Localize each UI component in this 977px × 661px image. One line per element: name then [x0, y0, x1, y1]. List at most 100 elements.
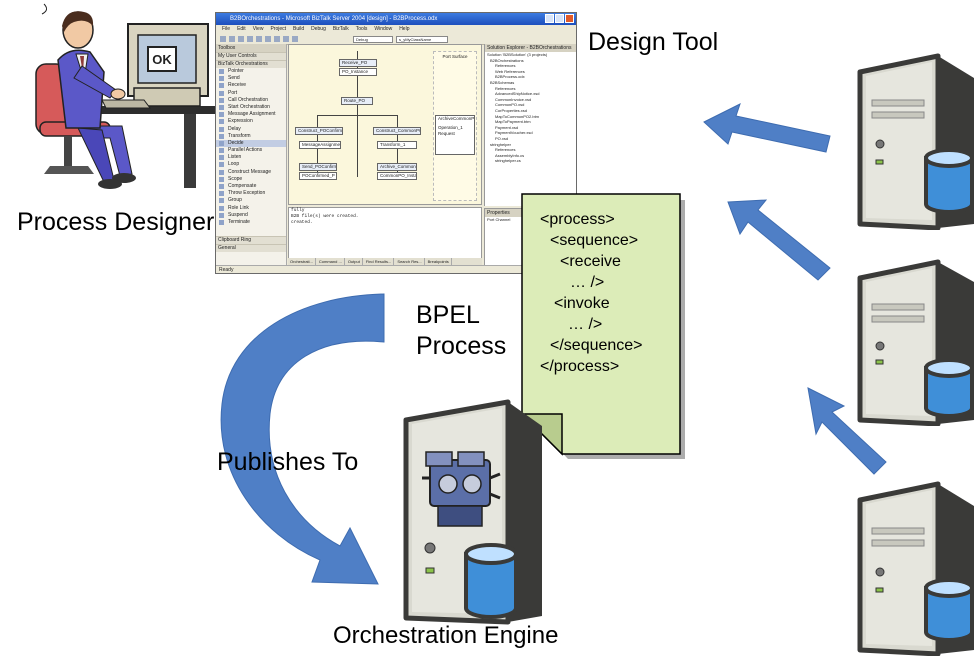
menu-item: Tools [355, 26, 368, 32]
toolbox-item: Scope [216, 176, 286, 183]
toolbox-group: My User Controls [216, 52, 286, 60]
po-confirmed-shape: POConfirmed_P [299, 172, 337, 180]
arrow-icon [727, 199, 831, 281]
database-icon [924, 358, 974, 418]
run-icon [292, 36, 298, 42]
tab-output: Output [346, 258, 363, 266]
server-top [857, 53, 974, 230]
toolbox-group: General [216, 244, 286, 253]
bpel-code: <process> <sequence> <receive … /> <invo… [540, 209, 643, 377]
port-request: Request [438, 131, 455, 136]
toolbox-item: Terminate [216, 219, 286, 226]
solution-row: MapToPayment.btm [495, 119, 531, 125]
toolbox-item: Pointer [216, 68, 286, 75]
solution-row: PO.xsd [495, 135, 509, 141]
process-designer-label: Process Designer [17, 208, 215, 236]
port-operation: Operation_1 [438, 125, 463, 130]
code-line: … /> [568, 316, 603, 333]
config-combo: Debug [353, 35, 393, 43]
monitor-ok-text: OK [152, 52, 172, 67]
arrow-icon [703, 103, 831, 153]
toolbox-item: Message Assignment [216, 111, 286, 118]
ide-title: B2BOrchestrations - Microsoft BizTalk Se… [230, 16, 438, 22]
solution-explorer: Solution Explorer - B2BOrchestrations So… [484, 44, 576, 206]
toolbox-item: Transform [216, 133, 286, 140]
design-tool-label: Design Tool [588, 28, 719, 56]
solution-row: CommonPO.xsd [495, 102, 525, 108]
paste-icon [265, 36, 271, 42]
send-shape: Send_POConfirmed [299, 163, 337, 171]
publish-curved-arrow [220, 293, 385, 585]
toolbox-item: Loop [216, 161, 286, 168]
open-icon [229, 36, 235, 42]
solution-row: PaymentVoucher.xsd [495, 130, 533, 136]
server-bottom [857, 481, 974, 656]
solution-row: B2BSchemas [490, 79, 515, 85]
redo-icon [283, 36, 289, 42]
code-line: <receive [560, 253, 621, 270]
solution-row: MapToCommonPO2.btm [495, 113, 540, 119]
service-arrows [703, 103, 887, 475]
solution-row: Web References [495, 68, 525, 74]
tab-orchestration: Orchestrati... [288, 258, 316, 266]
toolbox-item: Throw Exception [216, 190, 286, 197]
solution-row: CommonInvoice.xsd [495, 96, 532, 102]
common-po-shape: CommonPO_Insta [377, 172, 417, 180]
menu-item: Build [293, 26, 305, 32]
toolbox-item: Construct Message [216, 169, 286, 176]
toolbox-item: Delay [216, 126, 286, 133]
properties-item: Port Channel [487, 217, 511, 222]
toolbox-title: Toolbox [216, 44, 286, 52]
code-line: <process> [540, 211, 615, 228]
menu-item: Debug [311, 26, 326, 32]
archive-shape: Archive_CommonPO [377, 163, 417, 171]
toolbox-item: Port [216, 90, 286, 97]
menu-item: BizTalk [332, 26, 349, 32]
port-name: ArchiveCommonPO... [438, 116, 475, 121]
class-combo: s_yMyClassName [396, 35, 448, 43]
database-icon [924, 148, 974, 214]
toolbox-item: Receive [216, 82, 286, 89]
code-line: </process> [540, 358, 620, 375]
code-line: <sequence> [550, 232, 639, 249]
menu-item: Window [374, 26, 393, 32]
toolbox-item: Group [216, 197, 286, 204]
toolbox-group: Clipboard Ring [216, 236, 286, 245]
code-line: … /> [570, 274, 605, 291]
menu-item: Project [270, 26, 286, 32]
solution-row: AssemblyInfo.cs [495, 152, 525, 158]
code-line: <invoke [554, 295, 610, 312]
toolbox-group: BizTalk Orchestrations [216, 60, 286, 68]
output-line: fully [291, 208, 305, 213]
undo-icon [274, 36, 280, 42]
minimize-icon [545, 14, 554, 23]
bpel-label-line1: BPEL [416, 301, 480, 329]
toolbox-item: Listen [216, 154, 286, 161]
database-icon [924, 578, 974, 642]
solution-title: Solution Explorer - B2BOrchestrations [485, 44, 576, 52]
orchestration-engine-label: Orchestration Engine [333, 622, 559, 649]
solution-row: Payment.xsd [495, 124, 519, 130]
port-surface-label: Port Surface [442, 54, 468, 59]
new-icon [220, 36, 226, 42]
output-panel: fully B2B file(s) were created. created. [288, 207, 482, 265]
output-line: created. [291, 220, 313, 225]
output-line: B2B file(s) were created. [291, 214, 359, 219]
po-instance-shape: PO_Instance [339, 68, 377, 76]
toolbox-item: Compensate [216, 183, 286, 190]
bpel-label-line2: Process [416, 332, 507, 360]
orchestration-engine-server [403, 399, 542, 625]
tab-find-results: Find Results... [364, 258, 395, 266]
solution-row: B2BProcess.odx [495, 74, 525, 80]
solution-row: stringhelper.cs [495, 158, 521, 164]
menu-item: File [222, 26, 231, 32]
solution-row: B2BOrchestrations [490, 57, 524, 63]
code-line: </sequence> [550, 337, 643, 354]
solution-row: AdvancedShipNotice.xsd [495, 91, 540, 97]
save-icon [238, 36, 244, 42]
arrow-icon [807, 387, 887, 475]
menu-item: View [252, 26, 264, 32]
